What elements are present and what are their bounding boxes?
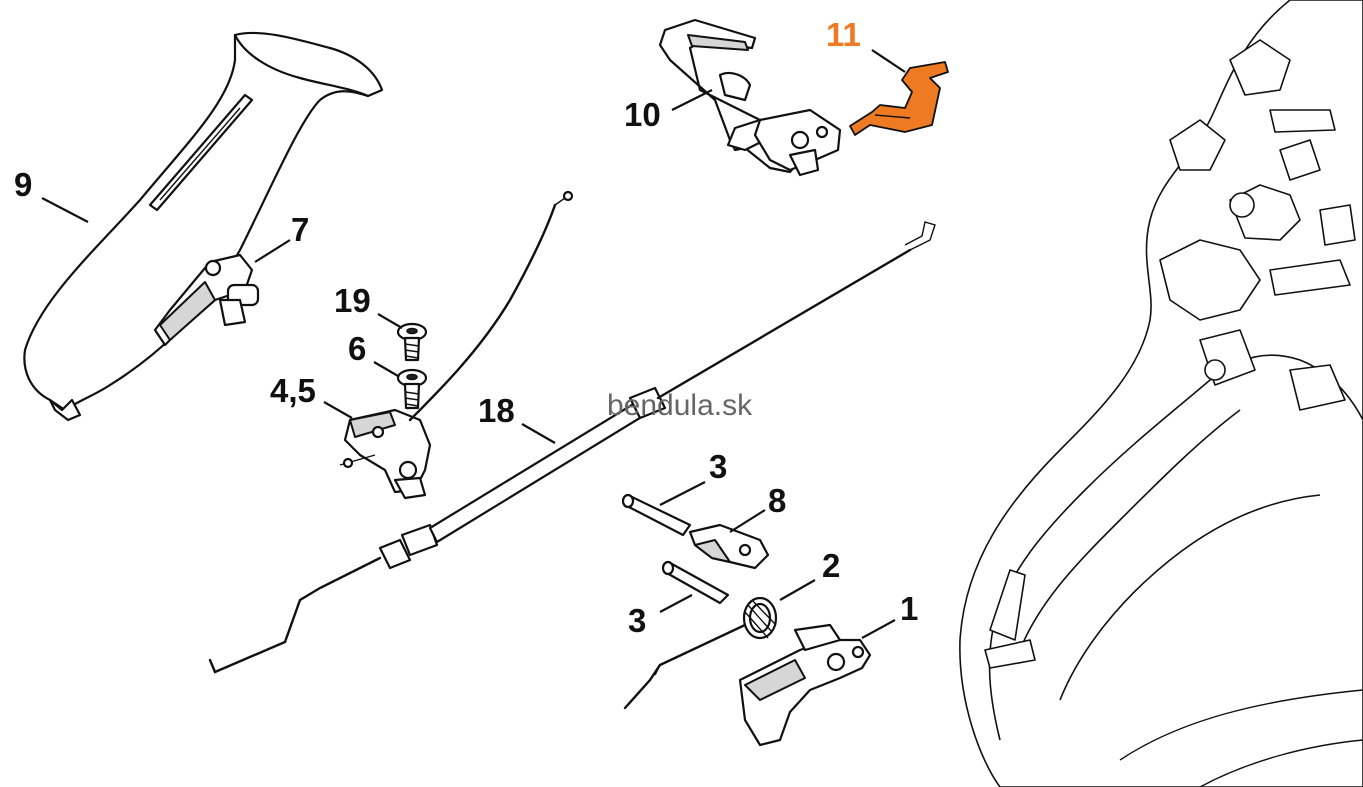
- leader-10: [671, 89, 713, 111]
- callout-3-upper: 3: [709, 448, 727, 485]
- leader-3a: [659, 481, 706, 506]
- part-10-switch-shaft: [658, 18, 842, 177]
- part-6-washer: [396, 368, 428, 410]
- watermark-text: bendula.sk: [607, 389, 753, 422]
- leader-6: [373, 361, 399, 377]
- part-4-5-bracket: [339, 408, 432, 500]
- part-19-screw: [396, 322, 428, 362]
- callout-9: 9: [14, 166, 32, 203]
- leader-2: [779, 579, 816, 601]
- callout-7: 7: [291, 211, 309, 248]
- part-1-trigger: [738, 623, 872, 747]
- callout-18: 18: [478, 392, 515, 429]
- leader-7: [254, 239, 291, 263]
- leader-9: [41, 197, 89, 223]
- part-2-torsion-spring: [623, 596, 778, 710]
- callout-1: 1: [900, 590, 918, 627]
- leader-45: [323, 401, 353, 419]
- part-18-throttle-cable: [208, 221, 936, 674]
- callout-3-lower: 3: [628, 602, 646, 639]
- callout-2: 2: [822, 547, 840, 584]
- part-11-spring-clip: [849, 61, 949, 136]
- bowden-cable-short: [408, 190, 574, 422]
- leader-8: [729, 509, 766, 533]
- leader-19: [377, 313, 403, 329]
- leader-lines: [41, 49, 906, 639]
- callout-8: 8: [768, 482, 786, 519]
- part-3-pin-upper: [621, 493, 692, 537]
- callout-19: 19: [334, 282, 371, 319]
- callout-10: 10: [624, 96, 661, 133]
- part-9-handle-cover: [23, 31, 384, 422]
- leader-3b: [659, 594, 693, 613]
- callout-6: 6: [348, 330, 366, 367]
- callout-labels: 9 7 19 6 4,5 18 10 11 3 8 3 2 1: [14, 16, 918, 639]
- part-8-lever: [688, 523, 770, 570]
- callout-4-5: 4,5: [270, 372, 316, 409]
- rear-handle-housing: [959, 0, 1363, 787]
- leader-18: [521, 423, 556, 444]
- callout-11: 11: [826, 16, 861, 53]
- part-3-pin-lower: [661, 560, 730, 605]
- leader-11: [871, 49, 906, 73]
- part-7-lever: [153, 253, 260, 347]
- leader-1: [861, 619, 896, 639]
